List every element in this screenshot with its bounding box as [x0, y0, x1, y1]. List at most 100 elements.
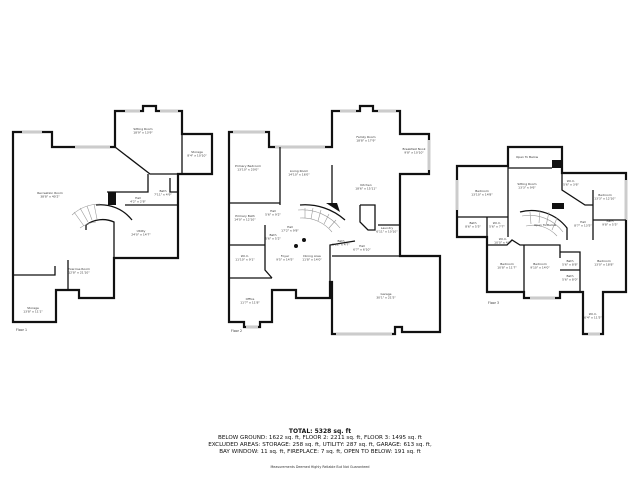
room-label: Open To Below: [534, 223, 557, 227]
room-name: Storage: [27, 306, 39, 310]
room-name: Primary Bath: [235, 214, 255, 218]
floor-label-3: Floor 3: [488, 301, 499, 305]
room-dimensions: 6'11" x 10'10": [376, 229, 398, 233]
floor-2-outline: [227, 104, 442, 336]
room-name: Open To Below: [516, 155, 539, 159]
room-dimensions: 11'10" x 9'1": [235, 257, 255, 261]
room-dimensions: 13'10" x 20'0": [237, 167, 259, 171]
room-dimensions: 11'8" x 14'0": [302, 257, 322, 261]
room-name: Dining Area: [303, 254, 321, 258]
room-name: W.I.C.: [589, 312, 598, 316]
room-dimensions: 24'0" x 14'7": [131, 232, 151, 236]
room-label: W.I.C.11'10" x 9'1": [235, 254, 255, 261]
room-dimensions: 9'8" x 10'10": [404, 150, 424, 154]
room-dimensions: 8'6" x 5'5": [465, 224, 481, 228]
fireplace-icon: [552, 160, 561, 168]
room-dimensions: 5'6" x 8'0": [562, 277, 578, 281]
floor-1-outline: [11, 104, 214, 324]
room-name: W.I.C.: [499, 237, 508, 241]
floor-3-outline: [455, 145, 628, 336]
room-name: Living Room: [290, 169, 308, 173]
room-label: W.I.C.5'6" x 3'6": [563, 179, 579, 186]
room-name: Exercise Room: [68, 267, 90, 271]
room-dimensions: 8'7" x 13'5": [574, 223, 592, 227]
room-name: W.I.C.: [493, 221, 502, 225]
room-name: Hall: [580, 220, 586, 224]
room-name: Garage: [381, 292, 392, 296]
room-dimensions: 4'2" x 2'8": [130, 199, 146, 203]
room-name: Storage: [191, 150, 203, 154]
room-dimensions: 10'8" x 11'7": [497, 265, 517, 269]
room-dimensions: 17'2" x 9'8": [281, 228, 299, 232]
room-dimensions: 13'0" x 18'8": [594, 262, 614, 266]
room-name: Foyer: [281, 254, 290, 258]
floor-1-plan: [11, 104, 214, 324]
room-dimensions: 18'8" x 17'9": [356, 138, 376, 142]
room-dimensions: 11'7" x 11'8": [240, 300, 260, 304]
room-name: Bedroom: [475, 189, 489, 193]
room-dimensions: 5'6" x 7'7": [489, 224, 505, 228]
room-name: Hall: [135, 196, 141, 200]
room-dimensions: 9'10" x 14'0": [530, 265, 550, 269]
area-breakdown-line-3: BAY WINDOW: 11 sq. ft, FIREPLACE: 7 sq. …: [219, 449, 421, 455]
room-dimensions: 18'9" x 13'9": [133, 130, 153, 134]
room-name: Bath: [270, 233, 277, 237]
room-name: Bedroom: [597, 259, 611, 263]
fireplace-icon: [326, 203, 340, 212]
floor-label-1: Floor 1: [16, 328, 27, 332]
room-name: Primary Bedroom: [235, 164, 261, 168]
room-dimensions: 6'4" x 11'5": [584, 315, 602, 319]
column-icon: [294, 244, 298, 248]
room-name: Family Room: [356, 135, 375, 139]
room-name: Bath: [338, 239, 345, 243]
room-name: Breakfast Nook: [403, 147, 426, 151]
room-name: Bath: [567, 274, 574, 278]
fireplace-icon: [108, 192, 116, 205]
area-breakdown-line-1: BELOW GROUND: 1622 sq. ft, FLOOR 2: 2211…: [218, 435, 422, 441]
room-dimensions: 5'11" x 4'7": [332, 242, 350, 246]
room-name: Hall: [270, 209, 276, 213]
room-dimensions: 7'11" x 4'9": [154, 192, 172, 196]
room-label: W.I.C.6'4" x 11'5": [584, 312, 602, 319]
room-dimensions: 38'8" x 40'2": [40, 194, 60, 198]
room-name: Recreation Room: [37, 191, 63, 195]
room-name: Bedroom: [500, 262, 514, 266]
room-name: Utility: [137, 229, 146, 233]
room-name: W.I.C.: [241, 254, 250, 258]
room-name: Kitchen: [360, 183, 371, 187]
floor-3-plan: [455, 145, 628, 336]
room-name: Sitting Room: [517, 182, 536, 186]
room-dimensions: 5'6" x 5'2": [265, 236, 281, 240]
room-dimensions: 13'3" x 12'10": [594, 196, 616, 200]
room-dimensions: 10'0" x 4'6": [494, 240, 512, 244]
room-dimensions: 18'6" x 15'11": [355, 186, 377, 190]
